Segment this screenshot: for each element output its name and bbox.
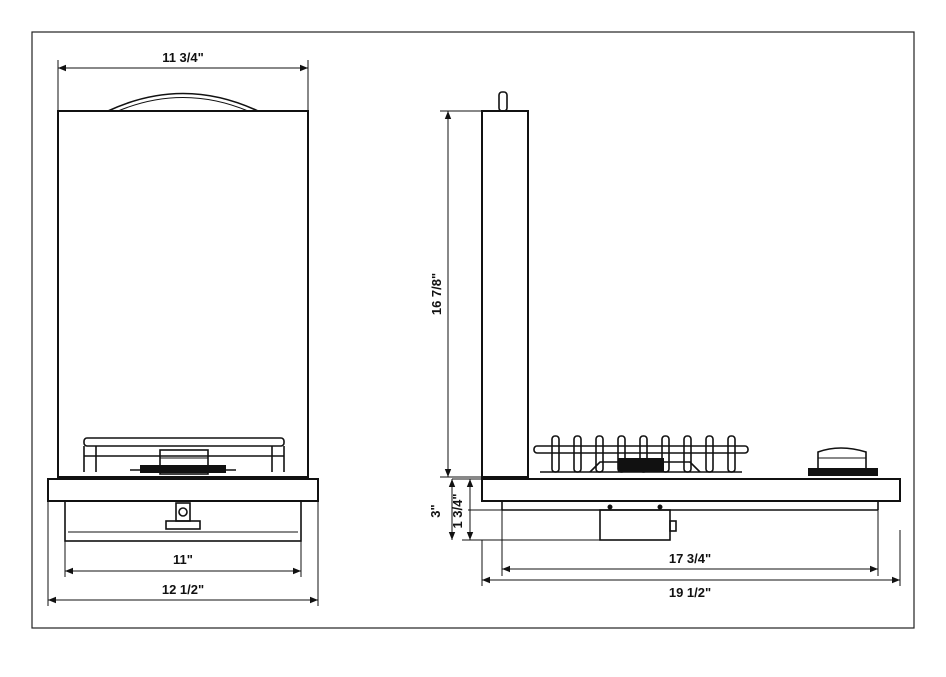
front-lower-housing bbox=[64, 500, 302, 542]
side-total-drop-label: 3" bbox=[428, 504, 443, 517]
front-base-width-label: 12 1/2" bbox=[162, 582, 204, 597]
side-burner bbox=[808, 447, 878, 476]
side-grill-rack bbox=[533, 435, 749, 473]
front-valve-knob bbox=[165, 502, 201, 530]
front-hood-panel bbox=[57, 110, 309, 478]
side-handle-post bbox=[498, 91, 508, 112]
side-hood-panel bbox=[481, 110, 529, 478]
side-total-depth-label: 19 1/2" bbox=[669, 585, 711, 600]
front-view: 11 3/4" bbox=[47, 50, 319, 606]
front-inner-width-label: 11" bbox=[173, 552, 193, 567]
lid-handle bbox=[107, 92, 259, 112]
side-view: 16 7/8" bbox=[428, 91, 901, 600]
drawing-border bbox=[31, 31, 915, 629]
front-grill-rack bbox=[83, 437, 285, 475]
front-base-plate bbox=[47, 478, 319, 502]
front-top-width-label: 11 3/4" bbox=[162, 50, 204, 65]
side-base-plate bbox=[481, 478, 901, 502]
side-height-label: 16 7/8" bbox=[429, 273, 444, 315]
side-valve-box bbox=[599, 509, 671, 541]
side-inner-depth-label: 17 3/4" bbox=[669, 551, 711, 566]
side-base-drop-label: 1 3/4" bbox=[450, 493, 465, 528]
